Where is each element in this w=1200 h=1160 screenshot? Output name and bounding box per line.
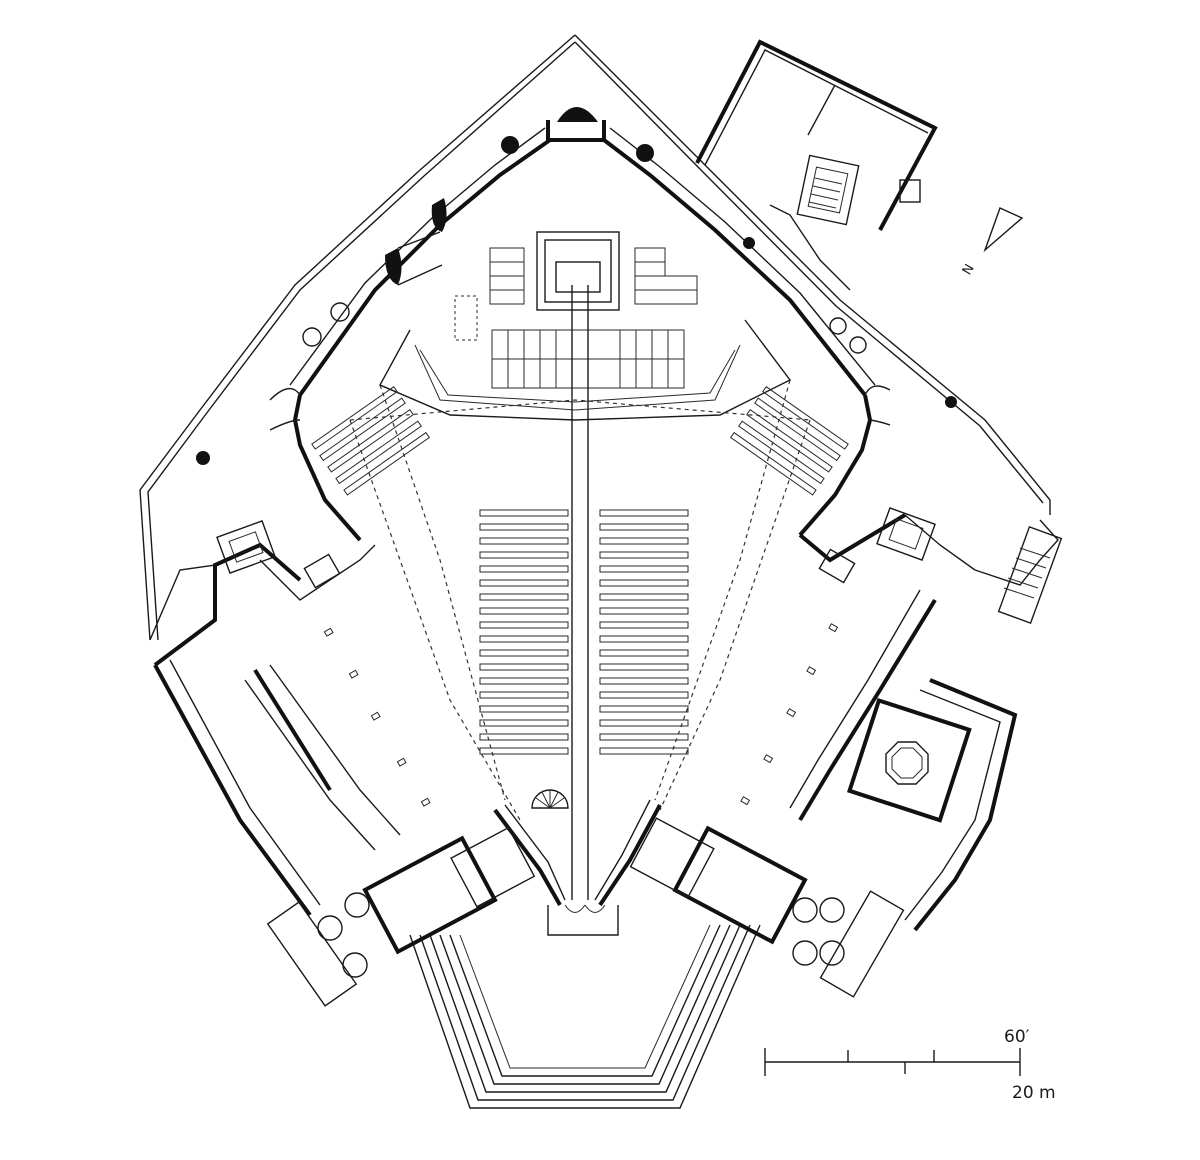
pews-transept-left <box>311 386 431 496</box>
sacristy-annex <box>695 39 938 291</box>
right-wing <box>629 507 1063 998</box>
left-porch-block <box>362 835 498 955</box>
right-stair <box>997 526 1063 624</box>
altar <box>555 261 601 293</box>
apse-dome <box>557 107 598 122</box>
right-wing-windows <box>740 623 839 806</box>
north-arrow: N <box>960 207 1024 278</box>
altar-platform <box>536 231 620 311</box>
left-wing-windows <box>323 627 431 807</box>
entrance-forecourt-steps <box>409 924 761 1109</box>
choir-stalls-left <box>489 247 525 305</box>
left-wing <box>153 520 536 1007</box>
left-tower-box <box>216 520 276 574</box>
spiral-stair <box>531 789 569 809</box>
scale-bar: 60′ 20 m <box>764 1027 1056 1103</box>
north-arrow-label: N <box>960 262 978 278</box>
pews-right-block <box>599 509 689 755</box>
right-entry-block <box>819 890 905 998</box>
pews-transept-right <box>729 386 849 496</box>
right-porch-block <box>672 825 808 945</box>
pews-left-block <box>479 509 569 755</box>
outer-terrace-outline <box>139 34 1051 666</box>
scale-label-metric: 20 m <box>1012 1083 1056 1103</box>
sanctuary-platform <box>379 231 792 421</box>
roof-projection-lines <box>349 379 811 821</box>
scale-label-imperial: 60′ <box>1004 1027 1030 1047</box>
choir-stalls-right <box>634 247 698 305</box>
central-aisle <box>571 285 589 900</box>
left-entry-block <box>266 901 358 1007</box>
baptismal-font <box>885 741 929 785</box>
columns <box>196 136 957 465</box>
baptistery <box>846 697 972 823</box>
right-tower-box <box>876 507 936 561</box>
